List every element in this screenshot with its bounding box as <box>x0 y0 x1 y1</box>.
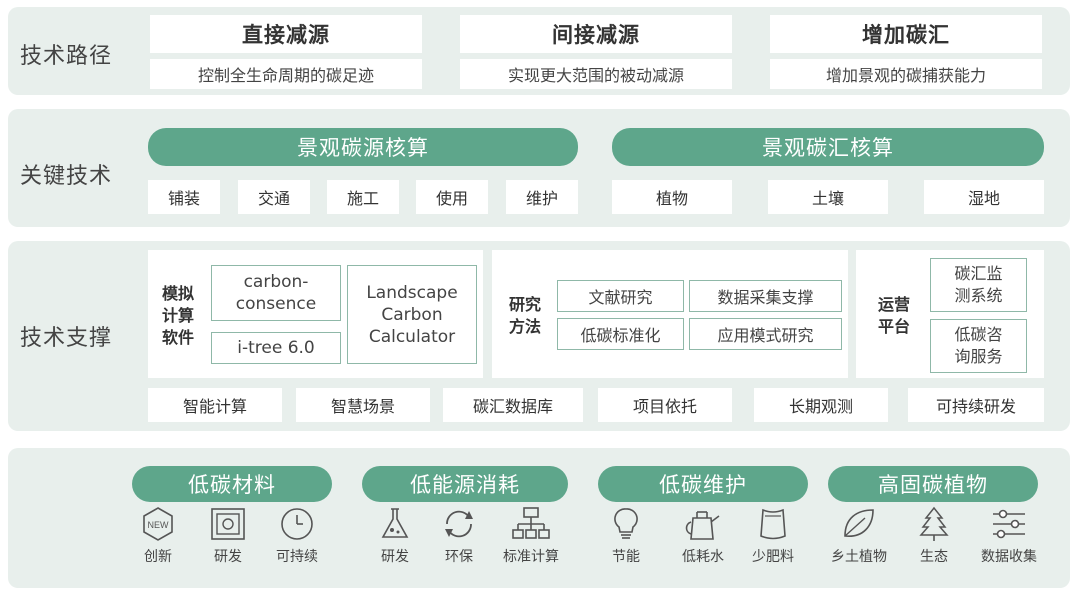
item-label: 低耗水 <box>682 549 724 565</box>
item-eco: 环保 <box>424 506 494 566</box>
bag-icon <box>760 508 786 540</box>
chip-wetland: 湿地 <box>924 180 1044 214</box>
chip-soil: 土壤 <box>768 180 888 214</box>
path-desc-direct: 控制全生命周期的碳足迹 <box>150 59 422 89</box>
item-low-water: 低耗水 <box>668 506 738 566</box>
kettle-icon <box>685 511 720 540</box>
software-landscape-carbon-calculator: Landscape Carbon Calculator <box>347 265 477 364</box>
pill-low-energy: 低能源消耗 <box>362 466 568 502</box>
path-desc-indirect: 实现更大范围的被动减源 <box>460 59 732 89</box>
tree-icon <box>919 506 949 541</box>
ops-platform-label: 运营 平台 <box>877 295 910 336</box>
support-smart-computing: 智能计算 <box>148 388 282 422</box>
path-title-direct: 直接减源 <box>150 15 422 53</box>
pill-carbon-source-accounting: 景观碳源核算 <box>148 128 578 166</box>
clock-icon <box>281 508 313 540</box>
item-label: 研发 <box>381 549 409 565</box>
org-chart-icon <box>512 507 550 539</box>
safe-icon <box>211 508 245 540</box>
leaf-icon <box>844 509 874 537</box>
method-literature: 文献研究 <box>557 280 684 312</box>
new-badge-icon: NEW <box>143 507 173 541</box>
software-itree: i-tree 6.0 <box>211 332 341 364</box>
row-label-tech-support: 技术支撑 <box>20 326 113 351</box>
path-title-indirect: 间接减源 <box>460 15 732 53</box>
item-label: 研发 <box>214 549 242 565</box>
research-methods-label: 研究 方法 <box>508 295 541 336</box>
pill-high-carbon-plants: 高固碳植物 <box>828 466 1038 502</box>
item-label: 乡土植物 <box>831 549 887 565</box>
path-desc-sink: 增加景观的碳捕获能力 <box>770 59 1042 89</box>
item-label: 标准计算 <box>503 549 559 565</box>
item-rd-flask: 研发 <box>360 506 430 566</box>
item-innovation: NEW 创新 <box>123 506 193 566</box>
row-label-tech-path: 技术路径 <box>20 44 113 69</box>
item-rd-safe: 研发 <box>193 506 263 566</box>
chip-traffic: 交通 <box>238 180 310 214</box>
ops-carbon-sink-monitoring: 碳汇监 测系统 <box>930 258 1027 312</box>
recycle-icon <box>445 510 473 538</box>
item-label: 少肥料 <box>752 549 794 565</box>
item-label: 节能 <box>612 549 640 565</box>
item-less-fertilizer: 少肥料 <box>738 506 808 566</box>
support-project-backing: 项目依托 <box>598 388 732 422</box>
item-native-plants: 乡土植物 <box>824 506 894 566</box>
path-title-sink: 增加碳汇 <box>770 15 1042 53</box>
item-label: 创新 <box>144 549 172 565</box>
method-data-collection: 数据采集支撑 <box>689 280 842 312</box>
research-methods-panel <box>492 250 848 378</box>
flask-icon <box>381 508 409 538</box>
chip-usage: 使用 <box>416 180 488 214</box>
pill-low-carbon-materials: 低碳材料 <box>132 466 332 502</box>
chip-plants: 植物 <box>612 180 732 214</box>
sliders-icon <box>993 509 1025 539</box>
item-data-collection: 数据收集 <box>974 506 1044 566</box>
item-energy-saving: 节能 <box>591 506 661 566</box>
bulb-icon <box>614 508 638 539</box>
item-label: 生态 <box>920 549 948 565</box>
support-carbon-sink-database: 碳汇数据库 <box>443 388 583 422</box>
support-smart-scenario: 智慧场景 <box>296 388 430 422</box>
item-label: 可持续 <box>276 549 318 565</box>
software-carbonconsence: carbon- consence <box>211 265 341 321</box>
method-application-model: 应用模式研究 <box>689 318 842 350</box>
item-label: 环保 <box>445 549 473 565</box>
support-long-term-observation: 长期观测 <box>754 388 888 422</box>
pill-low-carbon-maintenance: 低碳维护 <box>598 466 808 502</box>
item-ecology: 生态 <box>899 506 969 566</box>
method-low-carbon-standard: 低碳标准化 <box>557 318 684 350</box>
support-sustainable-rd: 可持续研发 <box>908 388 1044 422</box>
row-label-key-tech: 关键技术 <box>20 164 113 189</box>
item-label: 数据收集 <box>981 549 1037 565</box>
chip-construction: 施工 <box>327 180 399 214</box>
pill-carbon-sink-accounting: 景观碳汇核算 <box>612 128 1044 166</box>
ops-low-carbon-consulting: 低碳咨 询服务 <box>930 319 1027 373</box>
item-standard-calc: 标准计算 <box>496 506 566 566</box>
chip-paving: 铺装 <box>148 180 220 214</box>
chip-maintenance: 维护 <box>506 180 578 214</box>
svg-text:NEW: NEW <box>148 520 170 530</box>
sim-software-label: 模拟 计算 软件 <box>161 284 194 347</box>
item-sustainable: 可持续 <box>262 506 332 566</box>
